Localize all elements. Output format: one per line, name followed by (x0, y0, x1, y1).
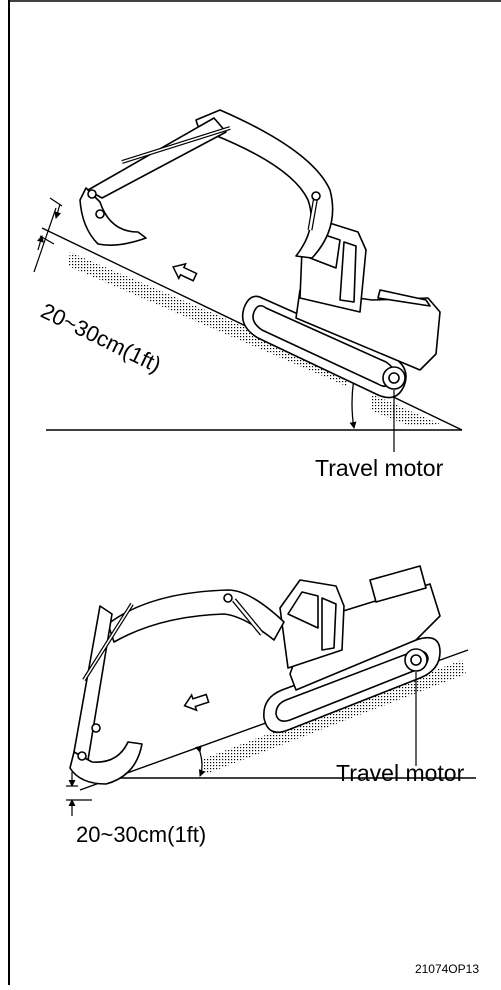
upper-structure (295, 289, 441, 371)
travel-motor-label-bottom: Travel motor (336, 760, 465, 786)
figure-uphill (33, 109, 463, 452)
travel-direction-arrow (183, 693, 210, 712)
track (241, 295, 407, 399)
boom (107, 589, 285, 643)
travel-direction-arrow (172, 262, 198, 282)
arm (73, 605, 113, 761)
travel-motor-label-top: Travel motor (315, 455, 444, 481)
clearance-dimension (33, 197, 63, 273)
slope-angle-arc (349, 371, 359, 429)
track (263, 636, 441, 734)
bucket (69, 741, 143, 785)
bucket (79, 187, 147, 246)
excavator-uphill (79, 109, 441, 399)
excavator-downhill (69, 565, 441, 785)
ground-stipple (68, 252, 350, 386)
figure-code: 21074OP13 (414, 962, 479, 976)
clearance-label-bottom: 20~30cm(1ft) (76, 822, 207, 847)
slope-angle-arc (194, 745, 206, 777)
clearance-dimension (66, 772, 92, 816)
ground-stipple (200, 660, 466, 774)
ground-stipple-2 (370, 394, 440, 426)
figure-downhill (66, 565, 476, 816)
arm (87, 117, 227, 199)
